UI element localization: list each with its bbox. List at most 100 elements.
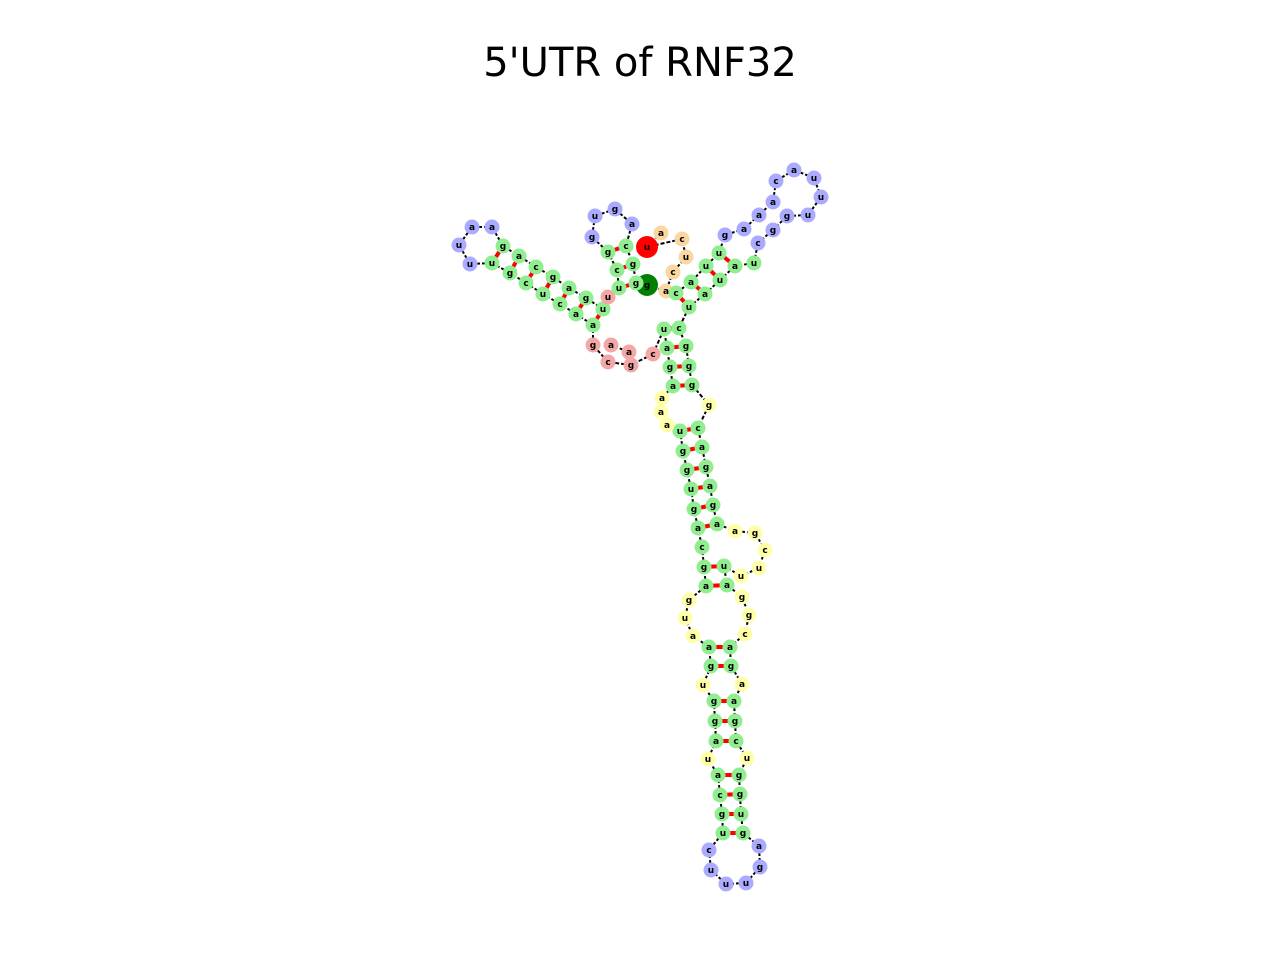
nucleotide: g bbox=[706, 693, 722, 709]
nucleotide-circle bbox=[585, 337, 601, 353]
nucleotide-label: c bbox=[762, 546, 767, 556]
nucleotide-circle bbox=[665, 378, 681, 394]
nucleotide: u bbox=[695, 677, 711, 693]
nucleotide-circle bbox=[735, 825, 751, 841]
nucleotide: u bbox=[600, 289, 616, 305]
nucleotide-circle bbox=[727, 523, 743, 539]
nucleotide-circle bbox=[723, 658, 739, 674]
nucleotide: c bbox=[609, 262, 625, 278]
nucleotide-label: a bbox=[702, 290, 708, 300]
nucleotide: u bbox=[813, 189, 829, 205]
nucleotide-label: g bbox=[689, 381, 695, 391]
nucleotide: c bbox=[552, 296, 568, 312]
nucleotide-label: a bbox=[688, 278, 694, 288]
nucleotide-label: g bbox=[770, 226, 776, 236]
nucleotide-circle bbox=[701, 842, 717, 858]
nucleotide-circle bbox=[600, 289, 616, 305]
nucleotide: a bbox=[511, 248, 527, 264]
nucleotide-circle bbox=[765, 222, 781, 238]
nucleotide-label: g bbox=[752, 529, 758, 539]
nucleotide-circle bbox=[813, 189, 829, 205]
nucleotide-label: u bbox=[644, 243, 650, 253]
nucleotide-circle bbox=[710, 767, 726, 783]
nucleotide: u bbox=[678, 249, 694, 265]
nucleotide: g bbox=[495, 238, 511, 254]
nucleotide-circle bbox=[695, 677, 711, 693]
nucleotide-circle bbox=[662, 359, 678, 375]
nucleotide: a bbox=[709, 516, 725, 532]
nucleotide-label: g bbox=[722, 231, 728, 241]
nucleotide: g bbox=[675, 443, 691, 459]
nucleotide: c bbox=[712, 787, 728, 803]
nucleotide-label: g bbox=[612, 205, 618, 215]
nucleotide-label: a bbox=[703, 582, 709, 592]
nucleotide: g bbox=[698, 459, 714, 475]
nucleotide-label: c bbox=[623, 242, 628, 252]
nucleotide: u bbox=[611, 280, 627, 296]
nucleotide-label: u bbox=[805, 211, 811, 221]
nucleotide-label: g bbox=[706, 401, 712, 411]
nucleotide: a bbox=[734, 676, 750, 692]
nucleotide-circle bbox=[561, 280, 577, 296]
nucleotide: a bbox=[722, 639, 738, 655]
nucleotide-label: c bbox=[557, 300, 562, 310]
nucleotide: a bbox=[694, 439, 710, 455]
nucleotide-circle bbox=[786, 162, 802, 178]
nucleotide-label: a bbox=[732, 262, 738, 272]
nucleotide-label: g bbox=[746, 611, 752, 621]
nucleotide: g bbox=[765, 222, 781, 238]
nucleotide: a bbox=[464, 219, 480, 235]
nucleotide-circle bbox=[678, 338, 694, 354]
nucleotide-circle bbox=[733, 806, 749, 822]
nucleotide: a bbox=[708, 733, 724, 749]
nucleotide-label: g bbox=[728, 662, 734, 672]
nucleotide-label: g bbox=[719, 810, 725, 820]
nucleotide-circle bbox=[747, 525, 763, 541]
nucleotide-circle bbox=[733, 568, 749, 584]
nucleotide: u bbox=[716, 558, 732, 574]
nucleotide-circle bbox=[686, 501, 702, 517]
nucleotide: a bbox=[585, 317, 601, 333]
nucleotide: a bbox=[568, 306, 584, 322]
nucleotide-circle bbox=[683, 274, 699, 290]
nucleotide: g bbox=[723, 658, 739, 674]
nucleotide-label: a bbox=[659, 394, 665, 404]
nucleotide: c bbox=[694, 539, 710, 555]
nucleotide: u bbox=[698, 258, 714, 274]
nucleotide-circle bbox=[712, 787, 728, 803]
nucleotide-label: g bbox=[708, 662, 714, 672]
nucleotide: a bbox=[653, 404, 669, 420]
nucleotide-circle bbox=[696, 559, 712, 575]
nucleotide: u bbox=[739, 750, 755, 766]
nucleotide-label: g bbox=[736, 771, 742, 781]
nucleotide-label: a bbox=[714, 520, 720, 530]
nucleotide-label: a bbox=[489, 223, 495, 233]
backbone-segment bbox=[652, 328, 665, 355]
nucleotide: c bbox=[674, 231, 690, 247]
nucleotide-label: u bbox=[540, 290, 546, 300]
nucleotide-label: a bbox=[566, 284, 572, 294]
nucleotide: c bbox=[701, 842, 717, 858]
nucleotide: g bbox=[779, 208, 795, 224]
nucleotide-label: a bbox=[516, 252, 522, 262]
nucleotide-circle bbox=[621, 344, 637, 360]
nucleotide-circle bbox=[495, 238, 511, 254]
nucleotide-circle bbox=[715, 825, 731, 841]
nucleotide-circle bbox=[737, 626, 753, 642]
nucleotide: a bbox=[653, 225, 669, 241]
nucleotide-circle bbox=[511, 248, 527, 264]
nucleotide-label: c bbox=[523, 279, 528, 289]
nucleotide-circle bbox=[732, 786, 748, 802]
nucleotide: a bbox=[710, 767, 726, 783]
nucleotide-label: g bbox=[507, 269, 513, 279]
nucleotide-label: c bbox=[673, 289, 678, 299]
nucleotide-label: a bbox=[791, 166, 797, 176]
nucleotide: g bbox=[678, 338, 694, 354]
nucleotide-label: a bbox=[663, 287, 669, 297]
nucleotide-label: c bbox=[670, 268, 675, 278]
nucleotide: a bbox=[484, 219, 500, 235]
nucleotide-label: g bbox=[589, 233, 595, 243]
nucleotide: g bbox=[707, 713, 723, 729]
nucleotide-label: a bbox=[469, 223, 475, 233]
nucleotide: g bbox=[696, 559, 712, 575]
